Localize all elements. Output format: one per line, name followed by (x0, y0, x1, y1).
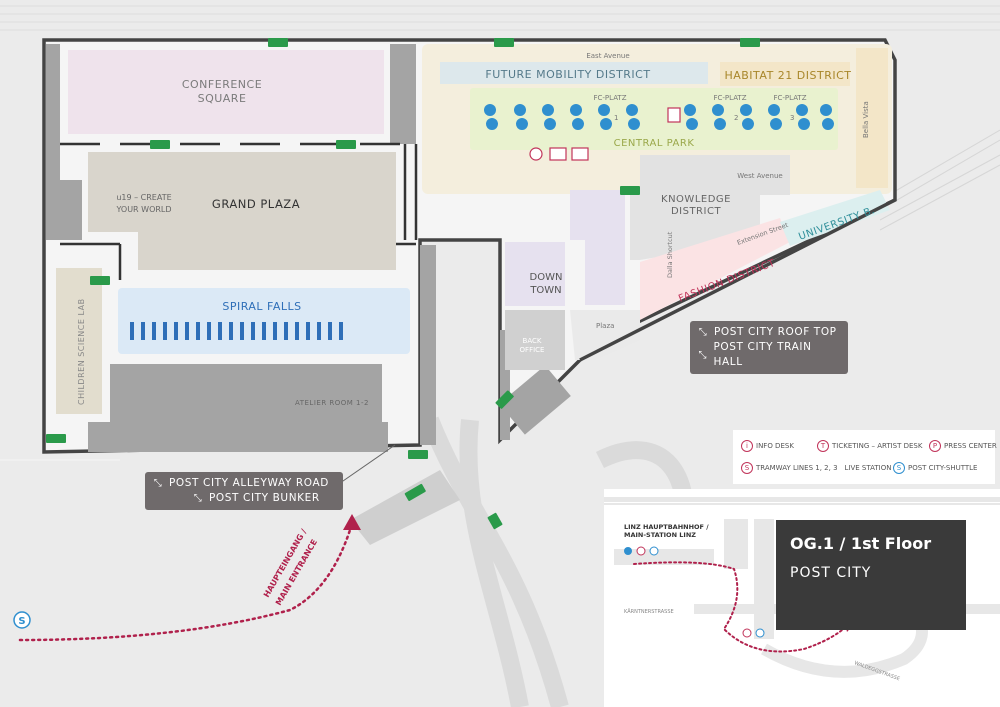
central-park-area (470, 88, 838, 150)
alleyway-label: POST CITY ALLEYWAY ROAD (169, 477, 329, 489)
post-city-label: POST CITY (790, 565, 872, 581)
children-science-lab-area (56, 268, 102, 414)
university-area (780, 190, 890, 246)
train-hall-label: POST CITY TRAIN HALL (713, 341, 812, 368)
stairs-icon: ⤡ (698, 349, 708, 361)
stairs-icon: ⤡ (193, 493, 203, 504)
alleyway-bunker-pill[interactable]: ⤡ POST CITY ALLEYWAY ROAD ⤡ POST CITY BUNK… (145, 472, 343, 510)
entrance-route (18, 528, 352, 642)
plaza-area (570, 310, 640, 360)
food-icon (667, 107, 681, 123)
inset-street-1: KÄRNTNERSTRASSE (624, 608, 674, 615)
floor-indicator: OG.1 / 1st Floor POST CITY (776, 520, 966, 630)
inset-station-label: LINZ HAUPTBAHNHOF / (624, 523, 709, 531)
spiral-falls-seats (130, 322, 343, 340)
inset-tram-icon (636, 546, 646, 556)
svg-text:S: S (18, 616, 25, 627)
fashion-district-area (640, 218, 790, 320)
legend-shuttle: POST CITY-SHUTTLE (908, 464, 978, 472)
inset-train-icon (624, 547, 632, 555)
rail-tracks-right (879, 129, 1000, 231)
habitat-strip (856, 48, 888, 188)
legend-ticketing: TICKETING – ARTIST DESK (832, 442, 923, 450)
inset-tram-stop-icon (755, 628, 765, 638)
floor-label: OG.1 / 1st Floor (790, 534, 932, 553)
legend-press-center: PRESS CENTER (944, 442, 997, 450)
rail-tracks-top (0, 5, 1000, 31)
inset-info-icon (742, 628, 752, 638)
legend-tramway: TRAMWAY LINES 1, 2, 3 (756, 464, 838, 472)
legend-info-desk: INFO DESK (756, 442, 794, 450)
press-center-icon: P (929, 440, 941, 452)
s-bahn-icon (13, 611, 31, 629)
central-park-service-icons (529, 147, 589, 161)
shuttle-icon: S (893, 462, 905, 474)
exit-sign-icon (46, 38, 760, 530)
svg-text:MAIN-STATION LINZ: MAIN-STATION LINZ (624, 531, 696, 539)
entrance-arrow-icon (343, 514, 361, 530)
habitat-21-area (720, 62, 850, 86)
inset-shuttle-icon (649, 546, 659, 556)
service-blocks (46, 44, 571, 452)
ticketing-icon: T (817, 440, 829, 452)
info-desk-icon: i (741, 440, 753, 452)
bunker-label: POST CITY BUNKER (209, 492, 320, 504)
back-office-area (505, 310, 565, 370)
roof-top-train-hall-pill[interactable]: ⤡ POST CITY ROOF TOP ⤡ POST CITY TRAIN HAL… (690, 321, 848, 374)
stairs-icon: ⤡ (153, 478, 163, 489)
legend-tramway-extra: LIVE STATION (844, 464, 892, 472)
conference-square-area (68, 50, 384, 134)
future-mobility-area (440, 62, 708, 84)
roof-top-label: POST CITY ROOF TOP (714, 326, 837, 338)
grand-plaza-area (138, 152, 396, 270)
tramway-icon: S (741, 462, 753, 474)
stairs-icon: ⤡ (698, 327, 708, 338)
central-park-seats (484, 104, 834, 130)
spiral-falls-area (118, 288, 410, 354)
downtown-area (505, 242, 565, 306)
